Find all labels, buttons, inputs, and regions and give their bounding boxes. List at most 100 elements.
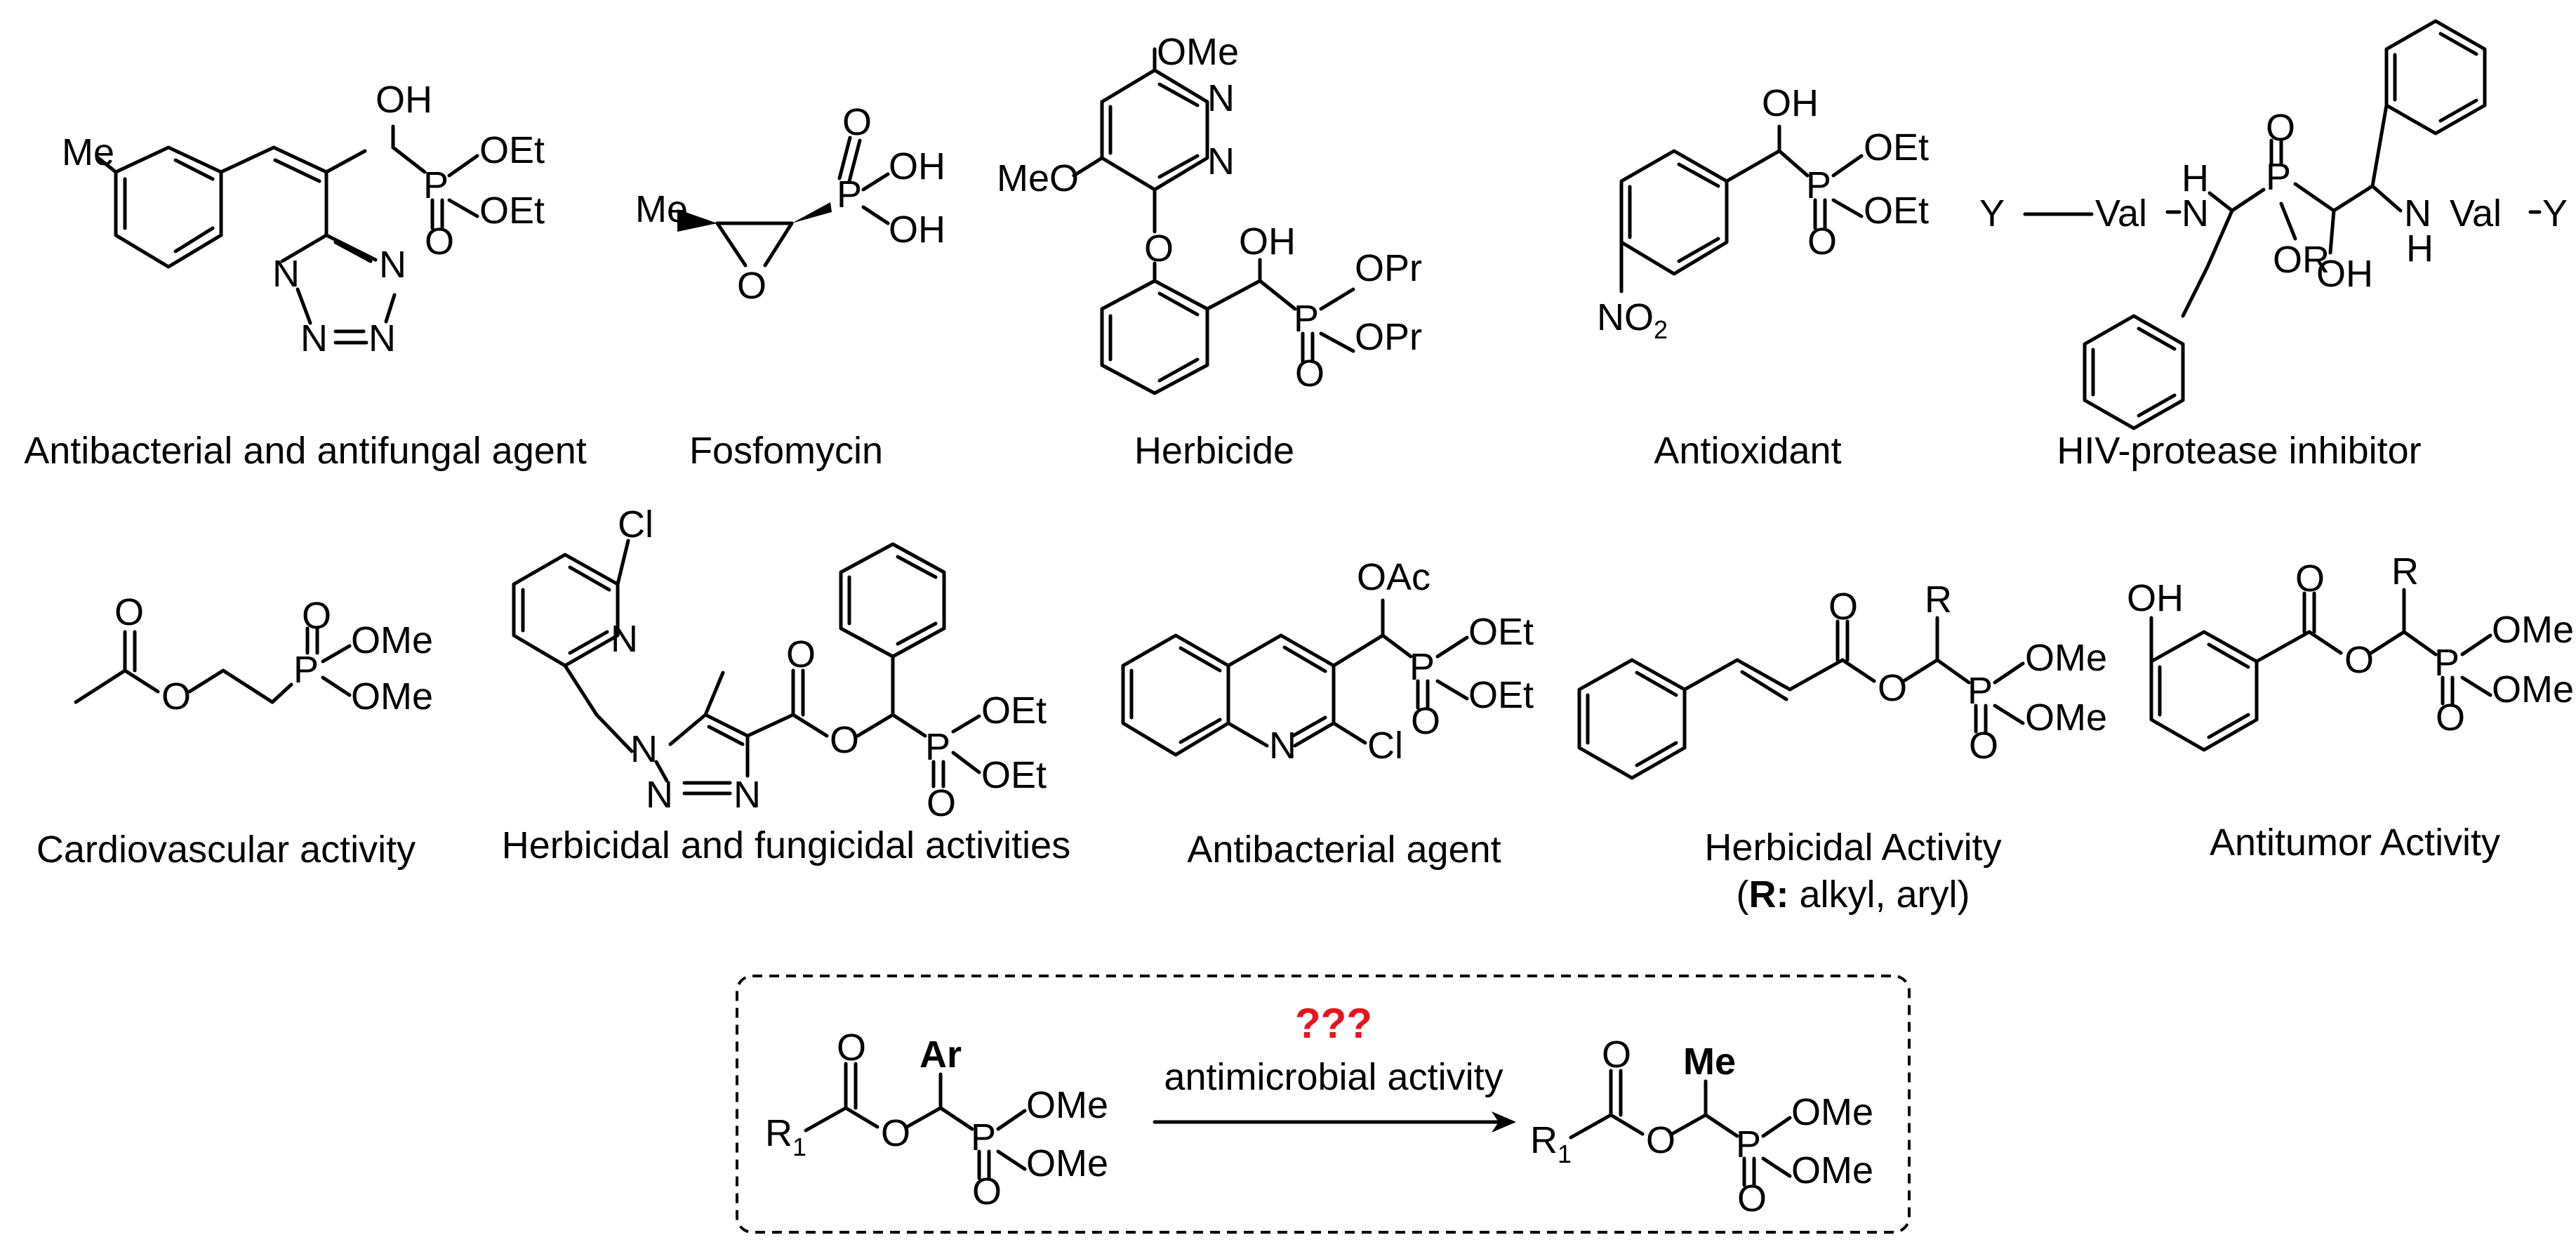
substituent-ar: Ar [919, 1034, 962, 1076]
atom-label: Val [2450, 192, 2502, 235]
atom-label: N [630, 728, 658, 770]
subscript: 1 [792, 1133, 806, 1161]
atom-label: N [611, 618, 638, 660]
atom-label: OEt [981, 689, 1047, 732]
atom-label: O [927, 782, 956, 824]
atom-label: O [1144, 227, 1174, 270]
atom-label: P [1806, 164, 1831, 206]
atom-label: O [1411, 700, 1440, 742]
atom-label: N [272, 253, 300, 295]
atom-label: OMe [2492, 668, 2574, 711]
atom-label: O [1969, 725, 1998, 767]
atom-label: O [842, 101, 872, 143]
atom-label: P [1736, 1123, 1761, 1166]
caption-antitumor-activity: Antitumor Activity [2210, 821, 2500, 864]
atom-label: Me [62, 131, 114, 173]
atom-label: P [1409, 646, 1435, 688]
atom-label: P [925, 726, 950, 768]
atom-label: R1 [1530, 1119, 1572, 1168]
atom-label: OEt [479, 129, 545, 171]
caption-hiv-protease-inhibitor: HIV-protease inhibitor [2057, 430, 2421, 472]
atom-label: OMe [1026, 1084, 1108, 1126]
caption-antibacterial-agent: Antibacterial agent [1187, 829, 1501, 871]
molecule-herbicide: OMe N N MeO O OH P OPr OPr O [997, 31, 1422, 395]
atom-label: OMe [2492, 609, 2574, 651]
reaction-right-product: R1 O O Me P OMe OMe O [1530, 1034, 1873, 1220]
atom-label: OH [376, 79, 432, 121]
atom-label: O [972, 1170, 1002, 1213]
atom-label: MeO [997, 157, 1079, 199]
atom-label: P [971, 1116, 996, 1159]
reaction-question-marks: ??? [1295, 1000, 1372, 1047]
atom-label: O [425, 220, 454, 263]
atom-label: OMe [2025, 697, 2107, 739]
atom-label: R [1530, 1119, 1558, 1161]
atom-label: O [1828, 586, 1858, 628]
molecule-hiv-protease-inhibitor: Y Val H N P O OR OH N H Val Y [1979, 19, 2568, 430]
atom-label: OMe [1791, 1149, 1873, 1192]
atom-label: O [114, 591, 144, 633]
caption-antioxidant: Antioxidant [1654, 430, 1841, 472]
molecule-antibacterial-agent: OAc P OEt OEt O N Cl [1121, 556, 1534, 767]
molecule-herbicidal-fungicidal: Cl N N N N O O P OEt OEt O [512, 503, 1047, 824]
atom-label: OAc [1357, 556, 1430, 598]
atom-label: O [2295, 557, 2325, 600]
atom-label: R [2391, 550, 2419, 593]
molecule-antibacterial-antifungal: Me OH P OEt OEt O N N N N [62, 79, 545, 359]
atom-label: P [837, 173, 862, 216]
atom-label: Val [2095, 192, 2147, 235]
molecule-antitumor-activity: OH O O R P OMe OMe O [2127, 550, 2574, 752]
atom-label: O [2436, 697, 2465, 739]
atom-label: P [2434, 642, 2459, 684]
atom-label: Cl [1367, 725, 1403, 767]
subscript: 2 [1654, 315, 1668, 344]
atom-label: Y [1979, 192, 2005, 235]
atom-label: OMe [1026, 1142, 1108, 1184]
atom-label: OH [1239, 220, 1296, 263]
atom-label: OH [1762, 82, 1819, 124]
atom-label: P [2266, 156, 2291, 198]
caption-r-values: alkyl, aryl [1788, 873, 1957, 916]
atom-label: O [1878, 667, 1907, 709]
atom-label: OH [2316, 253, 2373, 295]
reaction-arrow-label: antimicrobial activity [1164, 1056, 1503, 1098]
atom-label: R [1925, 579, 1952, 621]
atom-label: OEt [1864, 190, 1929, 232]
atom-label: N [733, 774, 761, 816]
caption-r-definition: (R: alkyl, aryl) [1737, 873, 1970, 916]
atom-label: OEt [1468, 674, 1534, 716]
atom-label: OEt [1864, 126, 1929, 169]
atom-label: P [1967, 670, 1993, 712]
molecule-antioxidant: OH P OEt OEt O NO2 [1597, 82, 1929, 344]
reaction-left-reactant: R1 O O Ar P OMe OMe O [765, 1027, 1108, 1213]
atom-label: OMe [2025, 637, 2107, 679]
caption-herbicidal-fungicidal: Herbicidal and fungicidal activities [502, 824, 1070, 866]
atom-label: OH [2127, 577, 2184, 619]
atom-label: N [646, 774, 673, 816]
atom-label: OEt [981, 754, 1047, 796]
atom-label: OPr [1355, 247, 1422, 289]
substituent-me: Me [1683, 1041, 1736, 1083]
atom-label: N [1207, 77, 1235, 119]
molecule-herbicidal-activity: O O R P OMe OMe O [1577, 579, 2107, 780]
molecule-fosfomycin: Me P O OH OH O [635, 101, 945, 307]
atom-label: O [1295, 352, 1324, 395]
atom-label: OH [889, 145, 945, 187]
atom-label: Me [635, 188, 688, 230]
atom-label: O [1807, 220, 1837, 263]
atom-label: NO [1597, 296, 1654, 338]
caption-r-label: R: [1748, 873, 1788, 916]
atom-label: Cl [618, 503, 653, 546]
atom-label: H [2406, 227, 2434, 270]
atom-label: OMe [1157, 31, 1239, 73]
atom-label: OEt [1468, 611, 1534, 653]
caption-cardiovascular: Cardiovascular activity [36, 829, 416, 871]
atom-label: OMe [1791, 1091, 1873, 1133]
atom-label: P [1294, 298, 1319, 340]
molecule-cardiovascular: O O P O OMe OMe [74, 591, 433, 718]
atom-label: OR [2273, 239, 2330, 281]
atom-label: Y [2542, 192, 2568, 235]
caption-herbicidal-activity: Herbicidal Activity [1704, 826, 2001, 869]
